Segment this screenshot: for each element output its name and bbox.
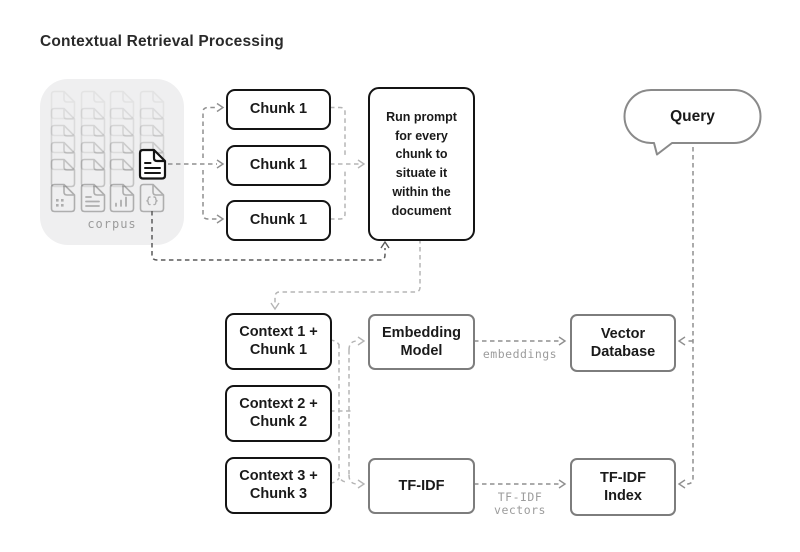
- run-prompt-box: Run prompt for every chunk to situate it…: [368, 87, 475, 241]
- tfidf-index-box: TF-IDF Index: [570, 458, 676, 516]
- document-icon-row-bottom: [50, 183, 165, 213]
- code-document-icon: [139, 183, 165, 213]
- highlighted-document-icon: [138, 148, 167, 180]
- chunk-box-1: Chunk 1: [226, 89, 331, 130]
- context-chunk-box-3: Context 3 + Chunk 3: [225, 457, 332, 514]
- chunk-box-3: Chunk 1: [226, 200, 331, 241]
- corpus-label: corpus: [87, 217, 137, 231]
- chunk-box-2: Chunk 1: [226, 145, 331, 186]
- tfidf-box: TF-IDF: [368, 458, 475, 514]
- chart-document-icon: [109, 183, 135, 213]
- query-bubble: [623, 89, 762, 156]
- query-label: Query: [670, 107, 715, 125]
- vector-database-box: Vector Database: [570, 314, 676, 372]
- embedding-model-box: Embedding Model: [368, 314, 475, 370]
- embeddings-edge-label: embeddings: [482, 347, 558, 361]
- context-chunk-box-2: Context 2 + Chunk 2: [225, 385, 332, 442]
- dots-document-icon: [50, 183, 76, 213]
- page-title: Contextual Retrieval Processing: [40, 33, 284, 50]
- document-grid: [50, 90, 165, 213]
- context-chunk-box-1: Context 1 + Chunk 1: [225, 313, 332, 370]
- text-document-icon: [80, 183, 106, 213]
- tfidf-vectors-edge-label: TF-IDF vectors: [494, 490, 546, 518]
